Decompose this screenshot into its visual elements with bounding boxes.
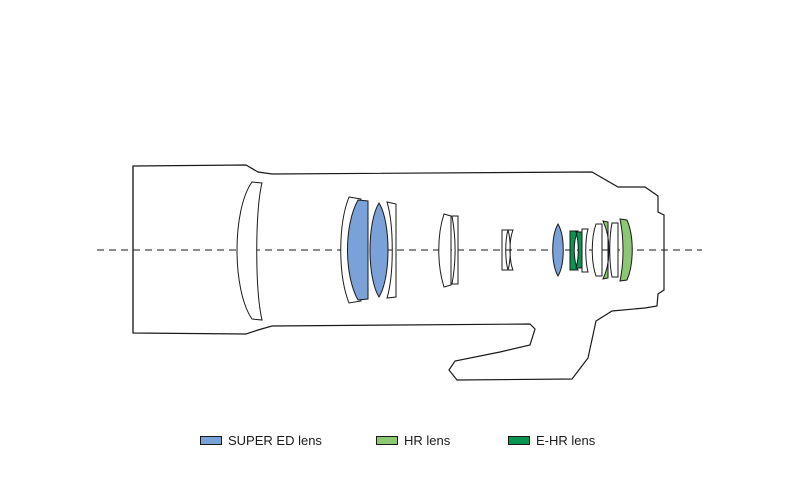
rear-plain-lens-c: [609, 222, 619, 278]
hr-lens-a: [602, 220, 610, 280]
group2-rear-meniscus-lens: [386, 201, 397, 299]
rear-super-ed-lens: [552, 223, 564, 277]
group3-lens-b: [451, 215, 459, 285]
rear-plain-lens-a: [581, 228, 589, 273]
legend-label-super-ed: SUPER ED lens: [228, 433, 322, 448]
group2-super-ed-lens-b: [369, 202, 389, 298]
legend-label-e-hr: E-HR lens: [536, 433, 596, 448]
legend-swatch-hr: [376, 436, 398, 445]
legend-swatch-super-ed: [200, 436, 222, 445]
legend-item-super-ed: SUPER ED lens: [200, 433, 322, 448]
legend-item-hr: HR lens: [376, 433, 450, 448]
front-meniscus-lens: [236, 181, 263, 321]
group3-lens-a: [438, 213, 452, 288]
e-hr-lens-b: [575, 231, 583, 269]
legend-item-e-hr: E-HR lens: [508, 433, 595, 448]
lens-barrel-outline: [132, 164, 665, 381]
group2-super-ed-lens-a: [347, 199, 369, 301]
focus-lens-b: [507, 229, 514, 271]
legend-swatch-e-hr: [508, 436, 530, 445]
legend: SUPER ED lens HR lens E-HR lens: [0, 433, 800, 453]
hr-lens-b: [619, 218, 633, 282]
rear-plain-lens-b: [591, 223, 603, 277]
legend-label-hr: HR lens: [404, 433, 451, 448]
